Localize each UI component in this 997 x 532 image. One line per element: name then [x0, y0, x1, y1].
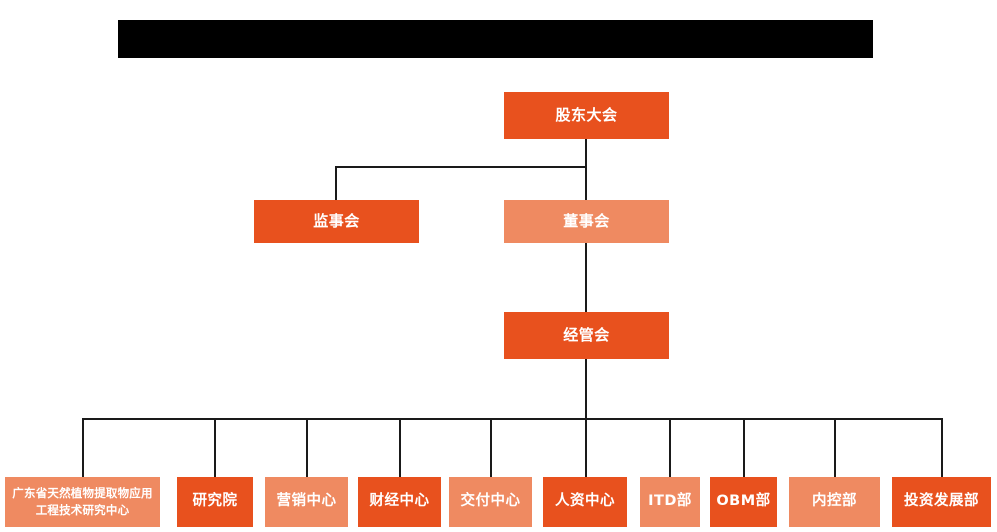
connector-drop-investment-development-department — [941, 418, 943, 477]
connector-drop-research-institute — [214, 418, 216, 477]
node-board-of-supervisors[interactable]: 监事会 — [254, 200, 419, 243]
node-hr-center[interactable]: 人资中心 — [543, 477, 627, 527]
node-delivery-center[interactable]: 交付中心 — [449, 477, 532, 527]
connector-to-board-of-supervisors — [335, 166, 337, 200]
node-guangdong-research-center[interactable]: 广东省天然植物提取物应用工程技术研究中心 — [5, 477, 160, 527]
node-investment-development-department[interactable]: 投资发展部 — [892, 477, 991, 527]
node-board-of-directors[interactable]: 董事会 — [504, 200, 669, 243]
connector-drop-obm-department — [743, 418, 745, 477]
node-marketing-center[interactable]: 营销中心 — [265, 477, 348, 527]
node-shareholders-meeting[interactable]: 股东大会 — [504, 92, 669, 139]
redacted-title-bar — [118, 20, 873, 58]
node-research-institute[interactable]: 研究院 — [177, 477, 253, 527]
node-obm-department[interactable]: OBM部 — [710, 477, 777, 527]
connector-drop-internal-control-department — [834, 418, 836, 477]
node-internal-control-department[interactable]: 内控部 — [789, 477, 880, 527]
connector-drop-guangdong-research-center — [82, 418, 84, 477]
connector-drop-marketing-center — [306, 418, 308, 477]
connector-directors-to-management — [585, 242, 587, 312]
connector-drop-hr-center — [585, 418, 587, 477]
connector-level2-bus — [335, 166, 587, 168]
connector-department-bus — [82, 418, 942, 420]
node-management-committee[interactable]: 经管会 — [504, 312, 669, 359]
node-finance-center[interactable]: 财经中心 — [358, 477, 441, 527]
connector-drop-delivery-center — [490, 418, 492, 477]
connector-shareholders-down — [585, 139, 587, 167]
connector-drop-finance-center — [399, 418, 401, 477]
connector-to-board-of-directors — [585, 166, 587, 200]
connector-drop-itd-department — [669, 418, 671, 477]
node-itd-department[interactable]: ITD部 — [640, 477, 700, 527]
connector-management-to-departments — [585, 358, 587, 420]
